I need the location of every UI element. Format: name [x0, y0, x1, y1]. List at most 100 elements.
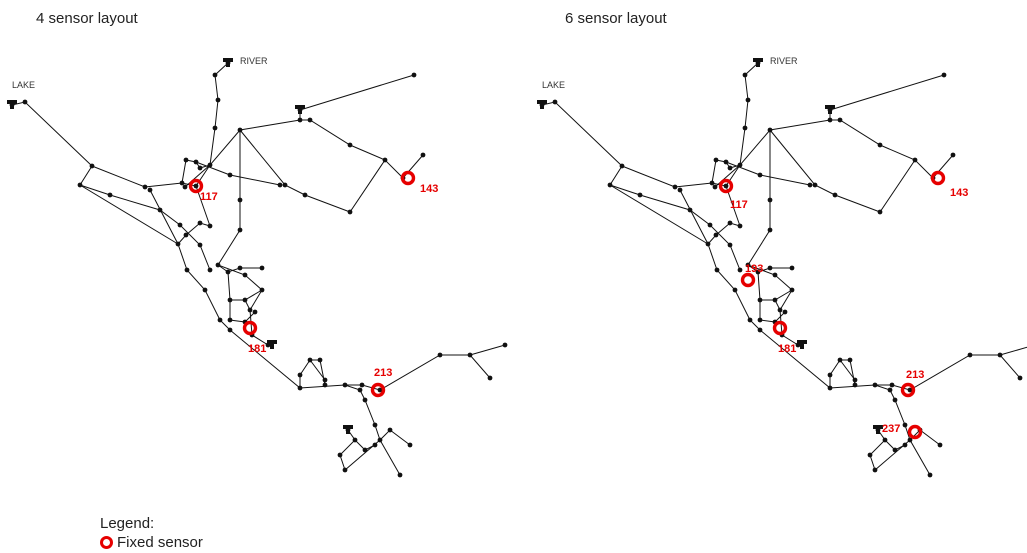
junction-node: [259, 265, 265, 271]
pipe-segment: [739, 62, 759, 166]
junction-node: [184, 267, 190, 273]
junction-node: [22, 99, 28, 105]
pipe-segment: [469, 344, 506, 356]
junction-node: [709, 180, 715, 186]
junction-node: [745, 97, 751, 103]
junction-node: [745, 262, 751, 268]
pipe-segment: [299, 359, 326, 388]
junction-node: [902, 442, 908, 448]
junction-node: [212, 72, 218, 78]
pipe-segment: [209, 62, 229, 166]
junction-node: [237, 227, 243, 233]
junction-node: [672, 184, 678, 190]
junction-node: [767, 265, 773, 271]
junction-node: [950, 152, 956, 158]
junction-node: [742, 72, 748, 78]
lake-source-icon: [537, 100, 547, 109]
junction-node: [207, 267, 213, 273]
sensor-marker: [242, 320, 258, 336]
junction-node: [877, 209, 883, 215]
sensor-label: 117: [730, 199, 748, 211]
junction-node: [322, 377, 328, 383]
junction-node: [377, 437, 383, 443]
pipe-segment: [177, 222, 211, 245]
junction-node: [197, 165, 203, 171]
junction-node: [827, 372, 833, 378]
pipe-segment: [999, 346, 1027, 356]
junction-node: [342, 467, 348, 473]
junction-node: [207, 162, 213, 168]
pipe-segment: [747, 130, 799, 346]
junction-node: [357, 387, 363, 393]
pipe-segment: [829, 74, 945, 120]
junction-node: [215, 97, 221, 103]
junction-node: [215, 262, 221, 268]
junction-node: [912, 157, 918, 163]
junction-node: [202, 287, 208, 293]
junction-node: [242, 272, 248, 278]
junction-node: [247, 307, 253, 313]
junction-node: [832, 192, 838, 198]
junction-node: [227, 317, 233, 323]
sensor-label: 213: [374, 367, 392, 379]
junction-node: [737, 162, 743, 168]
junction-node: [237, 197, 243, 203]
junction-node: [767, 127, 773, 133]
sensor-marker: [740, 272, 756, 288]
junction-node: [242, 297, 248, 303]
junction-node: [552, 99, 558, 105]
junction-node: [259, 287, 265, 293]
lake-label: LAKE: [12, 80, 35, 90]
junction-node: [193, 183, 199, 189]
pipe-segment: [874, 384, 931, 476]
pipe-segment: [79, 165, 179, 245]
junction-node: [782, 309, 788, 315]
junction-node: [277, 182, 283, 188]
junction-node: [892, 397, 898, 403]
junction-node: [252, 309, 258, 315]
sensor-marker: [400, 170, 416, 186]
junction-node: [502, 342, 508, 348]
junction-node: [107, 192, 113, 198]
junction-node: [362, 397, 368, 403]
pipe-segment: [757, 271, 793, 301]
junction-node: [302, 192, 308, 198]
pipe-segment: [11, 101, 93, 167]
junction-node: [767, 227, 773, 233]
junction-node: [337, 452, 343, 458]
junction-node: [677, 187, 683, 193]
pipe-segment: [219, 319, 491, 391]
junction-node: [227, 327, 233, 333]
pipe-segment: [839, 359, 856, 381]
junction-node: [212, 125, 218, 131]
junction-node: [727, 220, 733, 226]
fixed-sensor-icon: [100, 536, 113, 549]
pipe-segment: [344, 384, 401, 476]
junction-node: [723, 159, 729, 165]
junction-node: [1017, 375, 1023, 381]
pipe-segment: [759, 300, 786, 323]
pipe-segment: [711, 159, 741, 188]
junction-node: [297, 385, 303, 391]
junction-node: [397, 472, 403, 478]
junction-node: [789, 287, 795, 293]
junction-node: [147, 187, 153, 193]
pipe-segment: [749, 319, 1021, 391]
junction-node: [807, 182, 813, 188]
junction-node: [757, 297, 763, 303]
junction-node: [377, 387, 383, 393]
junction-node: [77, 182, 83, 188]
junction-node: [467, 352, 473, 358]
junction-node: [197, 220, 203, 226]
junction-node: [755, 269, 761, 275]
pipe-segment: [79, 184, 211, 271]
sensor-marker: [900, 382, 916, 398]
pipe-segment: [541, 101, 623, 167]
junction-node: [227, 297, 233, 303]
junction-node: [705, 241, 711, 247]
pipe-segment: [829, 359, 856, 388]
junction-node: [732, 287, 738, 293]
junction-node: [877, 142, 883, 148]
